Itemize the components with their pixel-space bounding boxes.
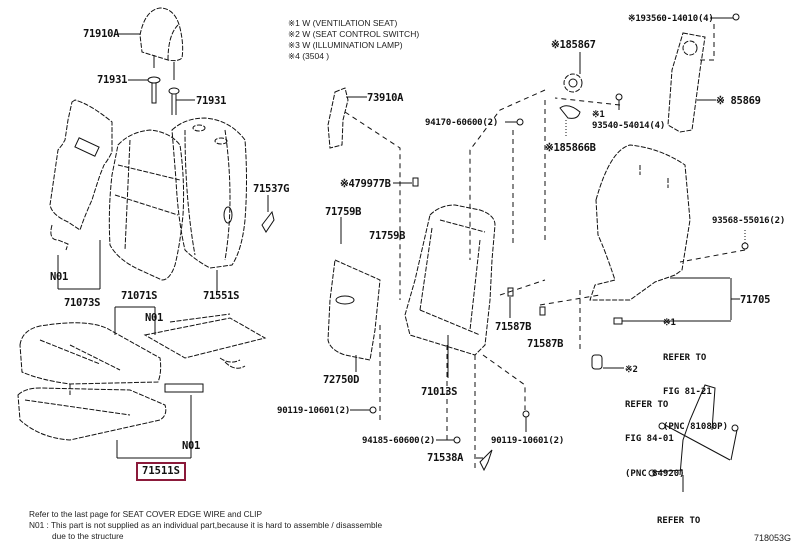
clip-587-1-drawing <box>507 287 514 297</box>
part-label-screw-93540-mark: ※1 <box>592 110 605 120</box>
reference-1[interactable]: ※1 REFER TO FIG 81-21 (PNC 81080P) <box>663 295 728 445</box>
seat-back-pad-drawing <box>171 117 247 269</box>
part-label-clip-587-2[interactable]: 71587B <box>527 338 564 350</box>
part-label-cushion-cover[interactable]: 71071S <box>121 290 158 302</box>
screw-93568-drawing <box>741 242 749 250</box>
part-label-back-cover[interactable]: 71073S <box>64 297 101 309</box>
figure-code: 718053G <box>754 533 792 543</box>
legend-item-3: ※3 W (ILLUMINATION LAMP) <box>288 40 403 50</box>
part-label-n01-frame: N01 <box>182 440 201 452</box>
reference-2-line-1: REFER TO <box>625 399 669 410</box>
part-label-lamp[interactable]: ※185866B <box>545 142 596 154</box>
reference-2-line-2: FIG 84-01 <box>625 434 674 444</box>
nut-94170-drawing <box>516 118 524 126</box>
recliner-cover-drawing <box>327 259 381 361</box>
seat-cushion-cover-drawing <box>19 322 162 395</box>
wire-harness-drawing <box>648 384 739 477</box>
legend-item-1: ※1 W (VENTILATION SEAT) <box>288 18 398 28</box>
nut-94185-drawing <box>453 436 461 444</box>
clip-979-drawing <box>412 177 419 187</box>
reference-1-line-3: (PNC 81080P) <box>663 421 729 432</box>
part-label-guide-left[interactable]: 71931 <box>97 74 128 86</box>
seat-cushion-frame-drawing <box>17 383 204 441</box>
seatback-frame-drawing <box>404 204 496 356</box>
note-line-3: due to the structure <box>52 531 124 541</box>
part-label-hook[interactable]: 71537G <box>253 183 290 195</box>
clip-587-2-drawing <box>539 306 546 316</box>
part-label-bolt-left[interactable]: 90119-10601(2) <box>277 406 351 416</box>
part-label-clip-587-1[interactable]: 71587B <box>495 321 532 333</box>
seat-cushion-pad-sheet-drawing <box>143 313 267 369</box>
legend-item-2: ※2 W (SEAT CONTROL SWITCH) <box>288 29 420 39</box>
part-label-nut-94185[interactable]: 94185-60600(2) <box>362 436 436 446</box>
seat-back-cover-drawing <box>108 129 185 281</box>
part-label-wire-clip-2[interactable]: 71759B <box>369 230 406 242</box>
reference-3[interactable]: REFER TO FIG 82-02 (PNC 8219A) <box>657 493 717 549</box>
part-label-screw-93568[interactable]: 93568-55016(2) <box>712 216 786 226</box>
reference-2-line-3: (PNC 84920) <box>625 468 685 479</box>
part-label-side-shield[interactable]: 73910A <box>367 92 404 104</box>
part-label-recliner-cover[interactable]: 72750D <box>323 374 360 386</box>
note-line-1: Refer to the last page for SEAT COVER ED… <box>29 509 263 519</box>
part-label-guide-right[interactable]: 71931 <box>196 95 227 107</box>
part-label-screw-93540[interactable]: 93540-54014(4) <box>592 121 666 131</box>
headrest-drawing <box>139 7 184 80</box>
back-board-drawing <box>589 144 691 301</box>
duct-drawing <box>667 32 706 133</box>
headrest-guides-drawing <box>147 76 180 115</box>
part-label-clip-979[interactable]: ※479977B <box>340 178 391 190</box>
bolt-right-drawing <box>522 410 530 418</box>
part-label-n01-back: N01 <box>50 271 69 283</box>
assembly-dashed-lines <box>344 22 746 470</box>
reference-1-line-2: FIG 81-21 <box>663 387 712 397</box>
reference-3-line-1: REFER TO <box>657 516 701 526</box>
part-label-n01-cushion: N01 <box>145 312 164 324</box>
part-label-wire-clip-1[interactable]: 71759B <box>325 206 362 218</box>
lamp-drawing <box>559 105 581 119</box>
reference-2[interactable]: ※2 REFER TO FIG 84-01 (PNC 84920) <box>625 342 685 492</box>
part-label-headrest[interactable]: 71910A <box>83 28 120 40</box>
bolt-left-drawing <box>369 406 377 414</box>
legend-item-4: ※4 (3504 ) <box>288 51 330 61</box>
reference-2-mark: ※2 <box>625 365 638 375</box>
connector-ref2-drawing <box>591 354 603 370</box>
part-label-nut-94170[interactable]: 94170-60600(2) <box>425 118 499 128</box>
part-label-back-pad[interactable]: 71551S <box>203 290 240 302</box>
screw-93540-drawing <box>615 93 623 101</box>
screw-193560-drawing <box>732 13 740 21</box>
note-line-2: N01 : This part is not supplied as an in… <box>29 520 383 530</box>
fan-drawing <box>563 73 583 93</box>
part-label-duct[interactable]: ※ 85869 <box>716 95 761 107</box>
leader-lines <box>57 17 740 492</box>
highlighted-part-label[interactable]: 71511S <box>136 462 186 481</box>
part-label-bolt-right[interactable]: 90119-10601(2) <box>491 436 565 446</box>
side-shield-drawing <box>327 87 349 149</box>
part-label-fan[interactable]: ※185867 <box>551 39 596 51</box>
hook-drawing <box>261 210 275 233</box>
part-label-screw-193560[interactable]: ※193560-14010(4) <box>628 14 714 24</box>
part-label-hook-538[interactable]: 71538A <box>427 452 464 464</box>
connector-ref1-drawing <box>613 317 623 325</box>
hook-538-drawing <box>479 449 493 472</box>
part-label-seatback-frame[interactable]: 71013S <box>421 386 458 398</box>
seat-back-rear-panel-drawing <box>49 99 113 251</box>
reference-1-mark: ※1 <box>663 318 676 328</box>
reference-1-line-1: REFER TO <box>663 352 707 363</box>
part-label-back-board[interactable]: 71705 <box>740 294 771 306</box>
